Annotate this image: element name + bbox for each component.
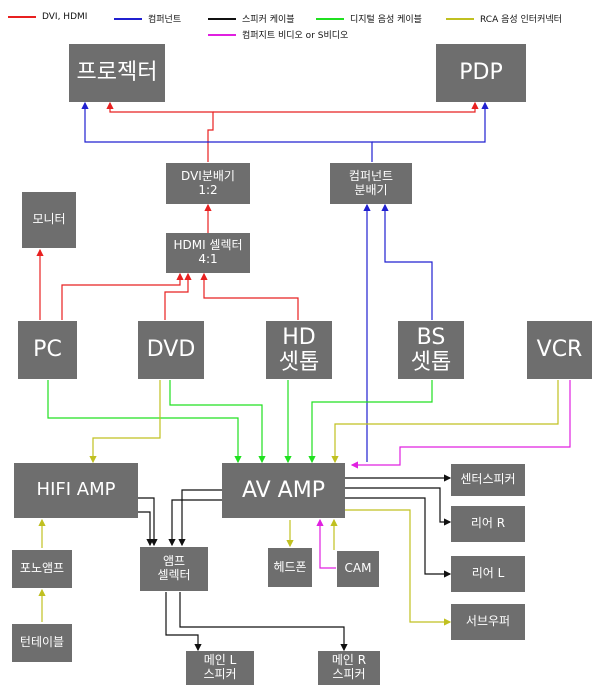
node-dvi-splitter: DVI분배기 1:2 (166, 163, 250, 204)
legend-label: DVI, HDMI (42, 12, 88, 22)
legend-swatch (8, 16, 36, 18)
wire-dvd-to-hdmi (164, 272, 192, 320)
wire-bs-to-component (381, 203, 433, 320)
legend-label: 스피커 케이블 (242, 15, 295, 25)
node-rear-l: 리어 L (451, 556, 525, 592)
node-turntable: 턴테이블 (12, 624, 72, 662)
wire-vcr-to-av-video (350, 380, 571, 469)
wire-component-to-projector (81, 101, 373, 162)
node-amp-selector: 앰프 셀렉터 (140, 547, 208, 591)
node-hdmi-selector: HDMI 셀렉터 4:1 (166, 233, 250, 273)
node-hifi-amp: HIFI AMP (14, 463, 138, 518)
node-monitor: 모니터 (22, 192, 76, 248)
node-phono-amp: 포노앰프 (12, 550, 72, 588)
node-projector: 프로젝터 (69, 44, 165, 102)
legend-swatch (316, 17, 344, 20)
legend-component: 컴퍼넌트 (114, 12, 181, 25)
wire-pc-to-hdmi (61, 272, 184, 320)
legend-digital-audio: 디지털 음성 케이블 (316, 12, 422, 25)
node-pc: PC (18, 321, 77, 379)
node-av-amp: AV AMP (222, 463, 345, 518)
wire-component-to-pdp (372, 101, 489, 143)
wire-av-to-selector-2 (168, 499, 222, 547)
wire-vcr-to-av-rca (331, 380, 559, 464)
wire-dvd-to-av-digital (169, 380, 266, 464)
legend-swatch (446, 17, 474, 20)
legend-label: 디지털 음성 케이블 (350, 15, 422, 25)
wire-cam-to-av-video (316, 518, 336, 569)
node-main-l-speaker: 메인 L 스피커 (186, 651, 254, 685)
wire-selector-to-main-l (165, 592, 202, 652)
legend-swatch (208, 17, 236, 20)
wire-pc-to-av-digital (47, 380, 242, 464)
node-rear-r: 리어 R (451, 506, 525, 542)
node-main-r-speaker: 메인 R 스피커 (318, 651, 380, 685)
wire-dvd-to-hifi-rca (89, 380, 161, 464)
legend-rca-audio: RCA 음성 인터커넥터 (446, 12, 562, 25)
wire-selector-to-main-r (179, 592, 348, 652)
node-center-speaker: 센터스피커 (451, 464, 525, 496)
wire-bs-to-av-digital (308, 380, 433, 464)
wire-dvi-to-pdp (213, 101, 479, 113)
node-bs-settop: BS 셋톱 (398, 321, 464, 379)
wire-hifi-to-selector-2 (138, 511, 154, 547)
node-cam: CAM (337, 551, 379, 587)
node-pdp: PDP (436, 44, 526, 102)
legend-label: 컴퍼넌트 (148, 15, 182, 25)
wire-av-to-selector-1 (178, 489, 222, 547)
legend-composite-video: 컴퍼지트 비디오 or S비디오 (208, 28, 348, 41)
wire-dvi-to-projector (106, 101, 214, 162)
wire-av-to-subwoofer-rca (345, 509, 452, 626)
legend-swatch (114, 17, 142, 20)
legend-swatch (208, 33, 236, 36)
legend-speaker-cable: 스피커 케이블 (208, 12, 295, 25)
wire-hd-to-hdmi (200, 272, 299, 320)
node-component-splitter: 컴퍼넌트 분배기 (330, 163, 412, 204)
legend-dvi-hdmi: DVI, HDMI (8, 12, 87, 22)
wire-hifi-to-selector-1 (138, 497, 158, 547)
node-subwoofer: 서브우퍼 (451, 604, 525, 640)
wire-av-to-rear-r (345, 487, 452, 526)
node-hd-settop: HD 셋톱 (266, 321, 332, 379)
node-dvd: DVD (138, 321, 204, 379)
legend-label: 컴퍼지트 비디오 or S비디오 (242, 31, 349, 41)
legend-label: RCA 음성 인터커넥터 (480, 15, 562, 25)
node-vcr: VCR (527, 321, 592, 379)
wire-av-to-rear-l (345, 497, 452, 578)
node-headphone: 헤드폰 (268, 548, 312, 587)
